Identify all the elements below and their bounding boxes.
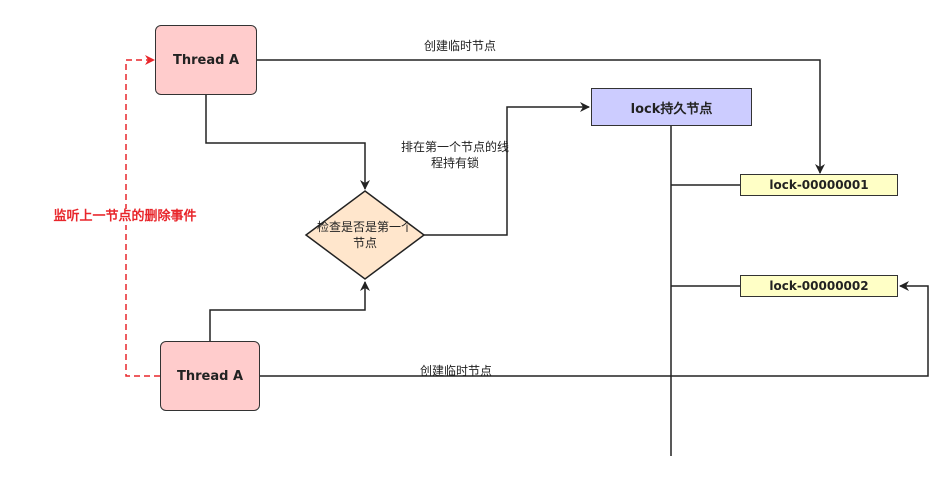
label-create-temp-bottom: 创建临时节点: [419, 364, 492, 378]
edge-thread-bottom-to-decision: [209, 281, 370, 341]
label-first-holds-lock-line2: 程持有锁: [430, 156, 479, 170]
edge-thread-top-to-decision: [205, 95, 370, 190]
lock-node-1: lock-00000001: [740, 174, 898, 196]
decision-diamond: [304, 190, 426, 280]
edge-decision-to-lock-root: [424, 102, 590, 236]
thread-a-bottom: Thread A: [160, 341, 260, 411]
label-watch-previous-delete: 监听上一节点的删除事件: [30, 209, 220, 225]
lock-persistent-node: lock持久节点: [591, 88, 752, 126]
label-create-temp-top: 创建临时节点: [423, 39, 496, 53]
label-first-holds-lock-line1: 排在第一个节点的线: [400, 140, 509, 154]
lock-node-2: lock-00000002: [740, 275, 898, 297]
edge-thread-top-to-lock1: [257, 59, 825, 174]
thread-a-top: Thread A: [155, 25, 257, 95]
edge-thread-bottom-to-lock2: [260, 281, 929, 377]
decision-label: 检查是否是第一个节点: [316, 220, 413, 250]
label-first-holds-lock: 排在第一个节点的线 程持有锁: [390, 139, 520, 171]
